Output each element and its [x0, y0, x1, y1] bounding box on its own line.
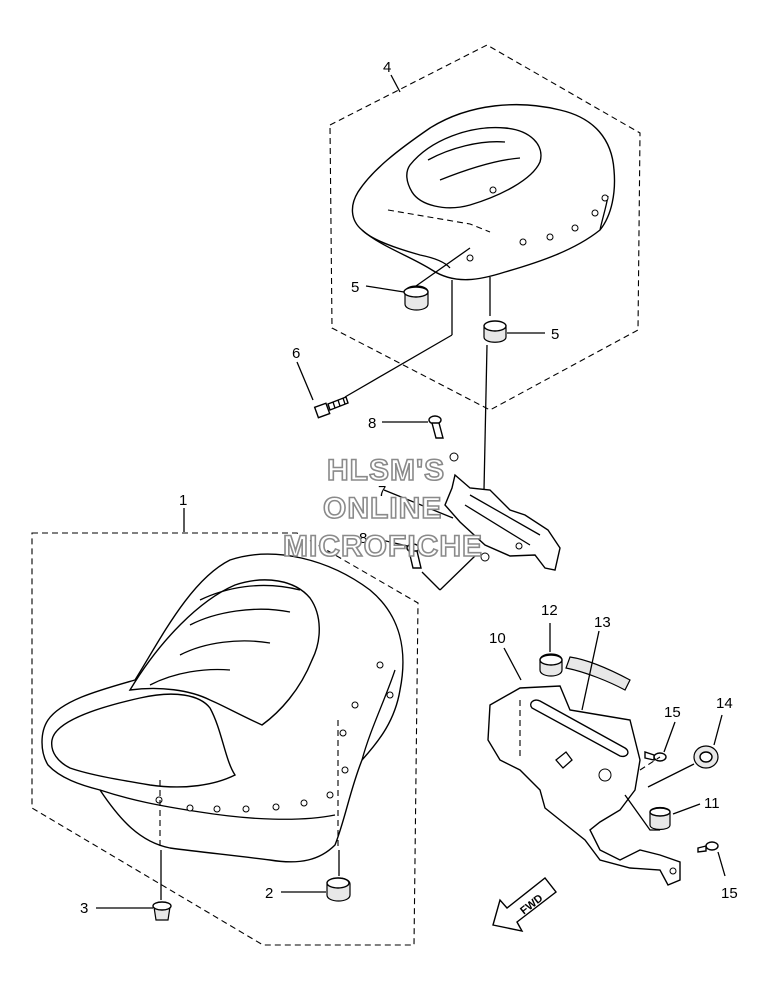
rivet-icon [300, 799, 308, 807]
rivet-icon [351, 701, 359, 709]
grommet-part [693, 745, 719, 769]
strap-part [565, 656, 631, 691]
rivet-icon [489, 186, 497, 194]
seat-bracket-part [444, 473, 561, 571]
rear-seat-part [351, 103, 616, 281]
watermark-line-2: ONLINE [323, 492, 442, 525]
callout-15-lower: 15 [721, 885, 738, 902]
rivet-icon [186, 804, 194, 812]
main-seat-group-outline [31, 532, 419, 946]
nut-part [152, 901, 172, 921]
rivet-icon [376, 661, 384, 669]
callout-7: 7 [378, 483, 386, 500]
rivet-icon [601, 194, 609, 202]
callout-12: 12 [541, 602, 558, 619]
rivet-icon [571, 224, 579, 232]
callout-3: 3 [80, 900, 88, 917]
callout-2: 2 [265, 885, 273, 902]
callout-15-upper: 15 [664, 704, 681, 721]
callout-6: 6 [292, 345, 300, 362]
bolt-part [428, 415, 459, 462]
rivet-icon [242, 805, 250, 813]
rivet-icon [326, 791, 334, 799]
callout-labels: 1 2 3 4 5 5 6 7 8 8 10 11 12 13 14 15 15 [80, 59, 738, 917]
rivet-icon [466, 254, 474, 262]
side-cover-part [487, 685, 681, 886]
callout-10: 10 [489, 630, 506, 647]
rivet-icon [386, 691, 394, 699]
damper-part [483, 320, 507, 343]
leader-lines [503, 623, 726, 877]
screw-part [644, 751, 667, 762]
callout-8-lower: 8 [359, 530, 367, 547]
callout-11: 11 [704, 795, 720, 812]
damper-part [649, 806, 671, 831]
bolt-part [313, 396, 349, 419]
bolt-part [406, 543, 422, 569]
callout-14: 14 [716, 695, 733, 712]
callout-8-upper: 8 [368, 415, 376, 432]
rivet-icon [155, 796, 163, 804]
damper-part [403, 285, 429, 311]
rivet-icon [341, 766, 349, 774]
screw-part [697, 841, 719, 853]
rivet-icon [519, 238, 527, 246]
rivet-icon [546, 233, 554, 241]
callout-4: 4 [383, 59, 391, 76]
forward-arrow-icon: FWD [492, 877, 557, 932]
watermark-line-1: HLSM'S [327, 454, 445, 487]
watermark-line-3: MICROFICHE [283, 530, 483, 563]
rivet-icon [591, 209, 599, 217]
grommet-part [539, 653, 563, 677]
callout-5-left: 5 [351, 279, 359, 296]
callout-13: 13 [594, 614, 611, 631]
watermark: HLSM'S ONLINE MICROFICHE [282, 453, 483, 564]
leader-lines [96, 508, 340, 909]
rivet-icon [272, 803, 280, 811]
rivet-icon [339, 729, 347, 737]
damper-part [326, 877, 351, 902]
rivet-icon [213, 805, 221, 813]
callout-5-right: 5 [551, 326, 559, 343]
main-seat-part [41, 553, 404, 863]
leader-lines [296, 74, 545, 591]
callout-1: 1 [179, 492, 187, 509]
rear-seat-group-outline [329, 44, 641, 411]
